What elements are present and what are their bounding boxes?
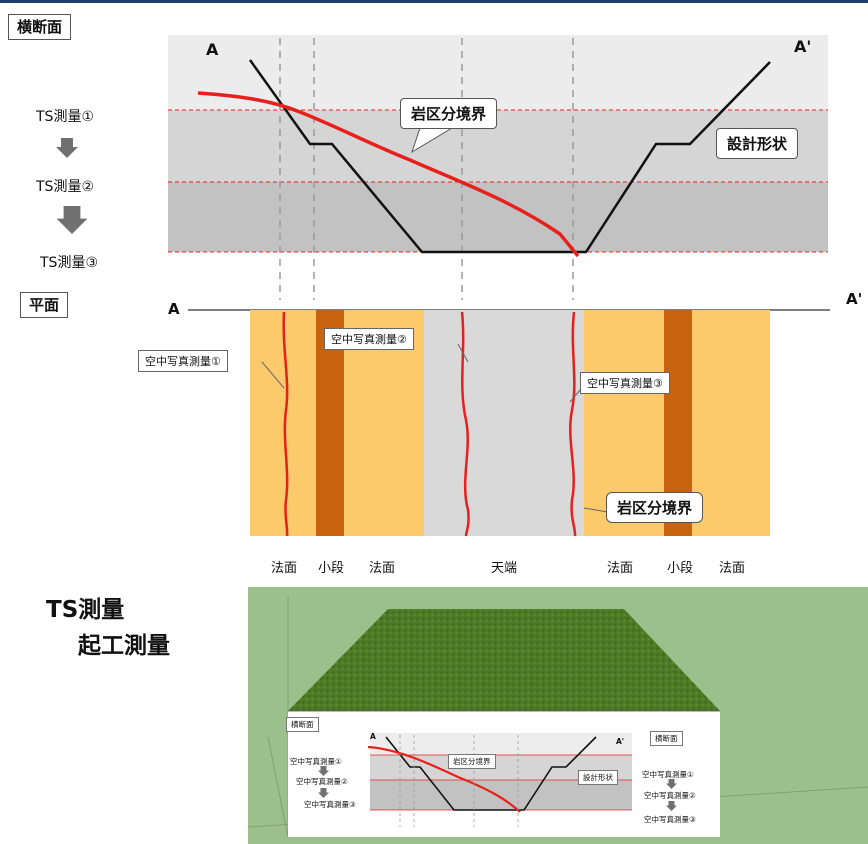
slope-right-2 (692, 310, 770, 536)
rock-boundary-line (197, 91, 580, 258)
down-arrow-icon (56, 206, 88, 234)
aerial-callout-1: 空中写真測量① (138, 350, 228, 372)
model-boundary-callout: 岩区分境界 (448, 754, 496, 769)
ts-step-1: TS測量① (36, 109, 94, 125)
callout-leaders (261, 343, 609, 513)
point-a-label: A (206, 40, 219, 59)
band-top (168, 35, 828, 110)
column-label-crest: 天端 (490, 561, 517, 576)
model-left-step-1: 空中写真測量① (290, 757, 342, 766)
column-label-slope: 法面 (718, 561, 745, 576)
column-label-slope: 法面 (606, 561, 633, 576)
ts-step-3: TS測量③ (40, 255, 98, 271)
ts-step-2: TS測量② (36, 179, 94, 195)
cross-section-diagram (168, 35, 828, 300)
grass-surface (288, 609, 720, 711)
slope-left-1 (250, 310, 316, 536)
bottom-title-survey: 起工測量 (78, 633, 170, 659)
down-arrow-icon (666, 801, 677, 811)
plan-point-a-prime: A' (846, 290, 863, 308)
down-arrow-icon (318, 788, 329, 798)
model-right-step-2: 空中写真測量② (644, 791, 696, 800)
down-arrow-icon (318, 766, 329, 776)
column-label-slope: 法面 (270, 561, 297, 576)
plan-point-a: A (168, 300, 180, 318)
model-right-step-1: 空中写真測量① (642, 770, 694, 779)
model-design-line (385, 736, 597, 811)
design-shape-line (248, 59, 771, 254)
aerial-callout-3: 空中写真測量③ (580, 372, 670, 394)
down-arrow-icon (666, 779, 677, 789)
model-design-shape-label: 設計形状 (578, 770, 618, 785)
design-shape-label: 設計形状 (716, 128, 799, 159)
column-label-berm: 小段 (666, 561, 693, 576)
aerial-callout-2: 空中写真測量② (324, 328, 414, 350)
vertical-guides (279, 38, 574, 300)
top-border (0, 0, 868, 3)
column-label-slope: 法面 (368, 561, 395, 576)
model-boundary-line (367, 745, 521, 813)
boundary-callout: 岩区分境界 (400, 98, 498, 129)
plan-view-diagram (188, 309, 830, 537)
plan-boundary-callout: 岩区分境界 (606, 492, 704, 523)
plan-boundary-lines (282, 311, 577, 537)
model-left-step-2: 空中写真測量② (296, 777, 348, 786)
point-a-prime-label: A' (794, 37, 812, 56)
model-right-step-3: 空中写真測量③ (644, 815, 696, 824)
band-ts2 (168, 182, 828, 252)
down-arrow-icon (56, 138, 78, 158)
model-point-a: A (370, 732, 376, 741)
model-cross-section-label-right: 横断面 (650, 731, 683, 746)
model-point-a-prime: A' (616, 737, 625, 746)
column-label-berm: 小段 (317, 561, 344, 576)
model-left-step-3: 空中写真測量③ (304, 800, 356, 809)
model-cross-section-label-left: 横断面 (286, 717, 319, 732)
model-render (248, 587, 868, 844)
crest (424, 310, 584, 536)
bottom-title-ts: TS測量 (46, 597, 125, 623)
plan-label: 平面 (20, 292, 69, 318)
cross-section-label: 横断面 (8, 14, 72, 40)
